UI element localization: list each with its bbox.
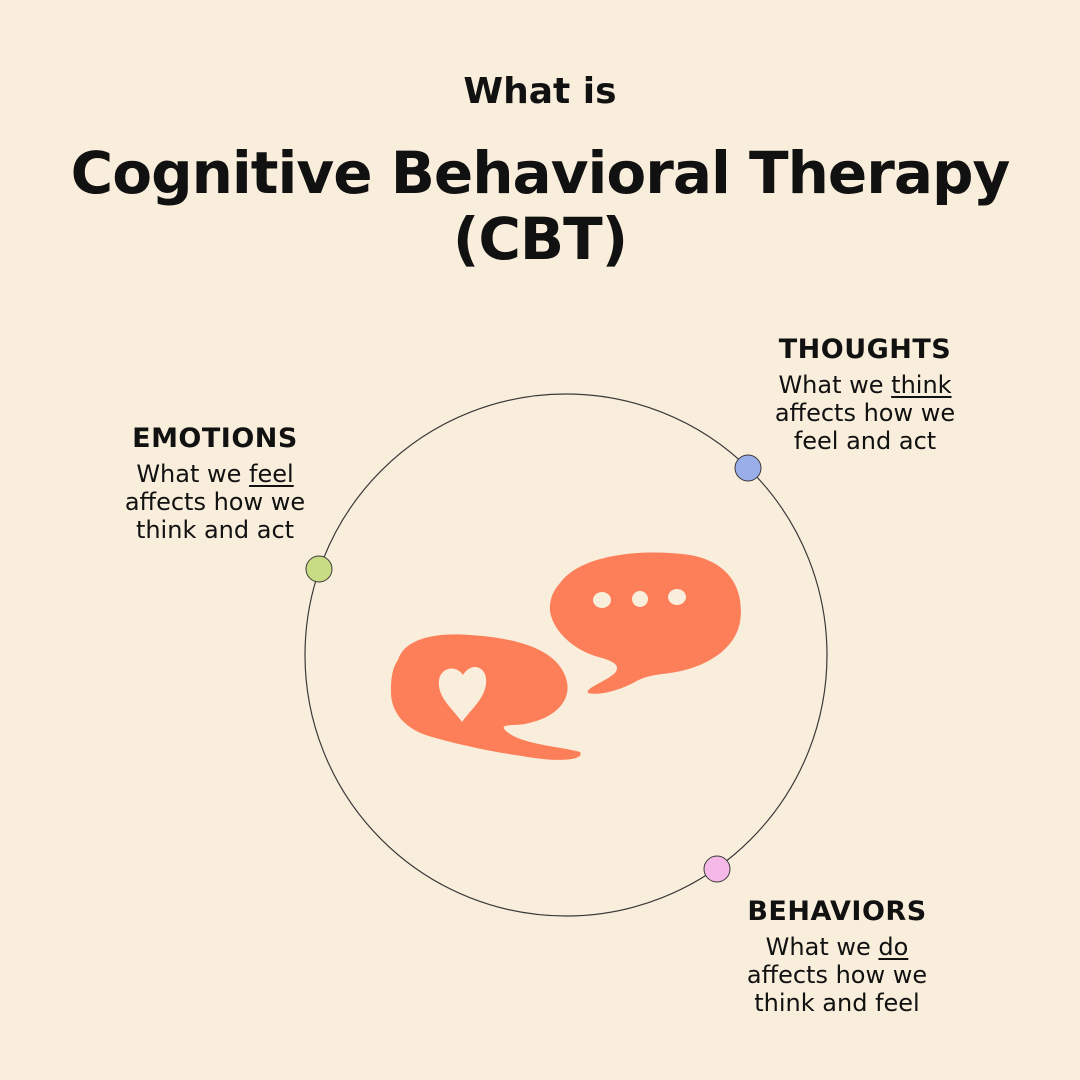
ellipsis-bubble-shape (549, 552, 741, 694)
cycle-ring (304, 393, 828, 917)
ellipsis-dot-1 (593, 592, 611, 608)
page-title-line-2: (CBT) (452, 205, 628, 273)
thoughts-desc-emphasis: think (891, 371, 952, 399)
behaviors-desc-lead: What we (765, 933, 879, 961)
emotions-marker (305, 555, 333, 583)
emotions-title: EMOTIONS (132, 423, 298, 454)
behaviors-desc-line-3: think and feel (754, 989, 920, 1017)
behaviors-title: BEHAVIORS (747, 896, 927, 927)
emotions-desc-line-3: think and act (135, 516, 295, 544)
page-title-line-1: Cognitive Behavioral Therapy (70, 139, 1011, 207)
ellipsis-dot-3 (668, 589, 686, 605)
behaviors-desc-line-2: affects how we (746, 961, 928, 989)
thoughts-desc-line-2: affects how we (774, 399, 956, 427)
heart-speech-bubble-icon (390, 634, 581, 760)
heading-pre: What is (463, 71, 617, 112)
emotions-desc-lead: What we (136, 460, 250, 488)
emotions-desc-line-2: affects how we (124, 488, 306, 516)
thoughts-marker (734, 454, 762, 482)
thoughts-desc-line-3: feel and act (793, 427, 937, 455)
heart-icon (438, 667, 487, 722)
thoughts-title: THOUGHTS (778, 334, 952, 365)
emotions-desc-emphasis: feel (249, 460, 294, 488)
behaviors-desc-emphasis: do (878, 933, 909, 961)
heart-bubble-shape (390, 634, 581, 760)
thoughts-desc-lead: What we (778, 371, 892, 399)
ellipsis-dot-2 (632, 591, 648, 607)
behaviors-marker (703, 855, 731, 883)
ellipsis-speech-bubble-icon (549, 552, 741, 694)
